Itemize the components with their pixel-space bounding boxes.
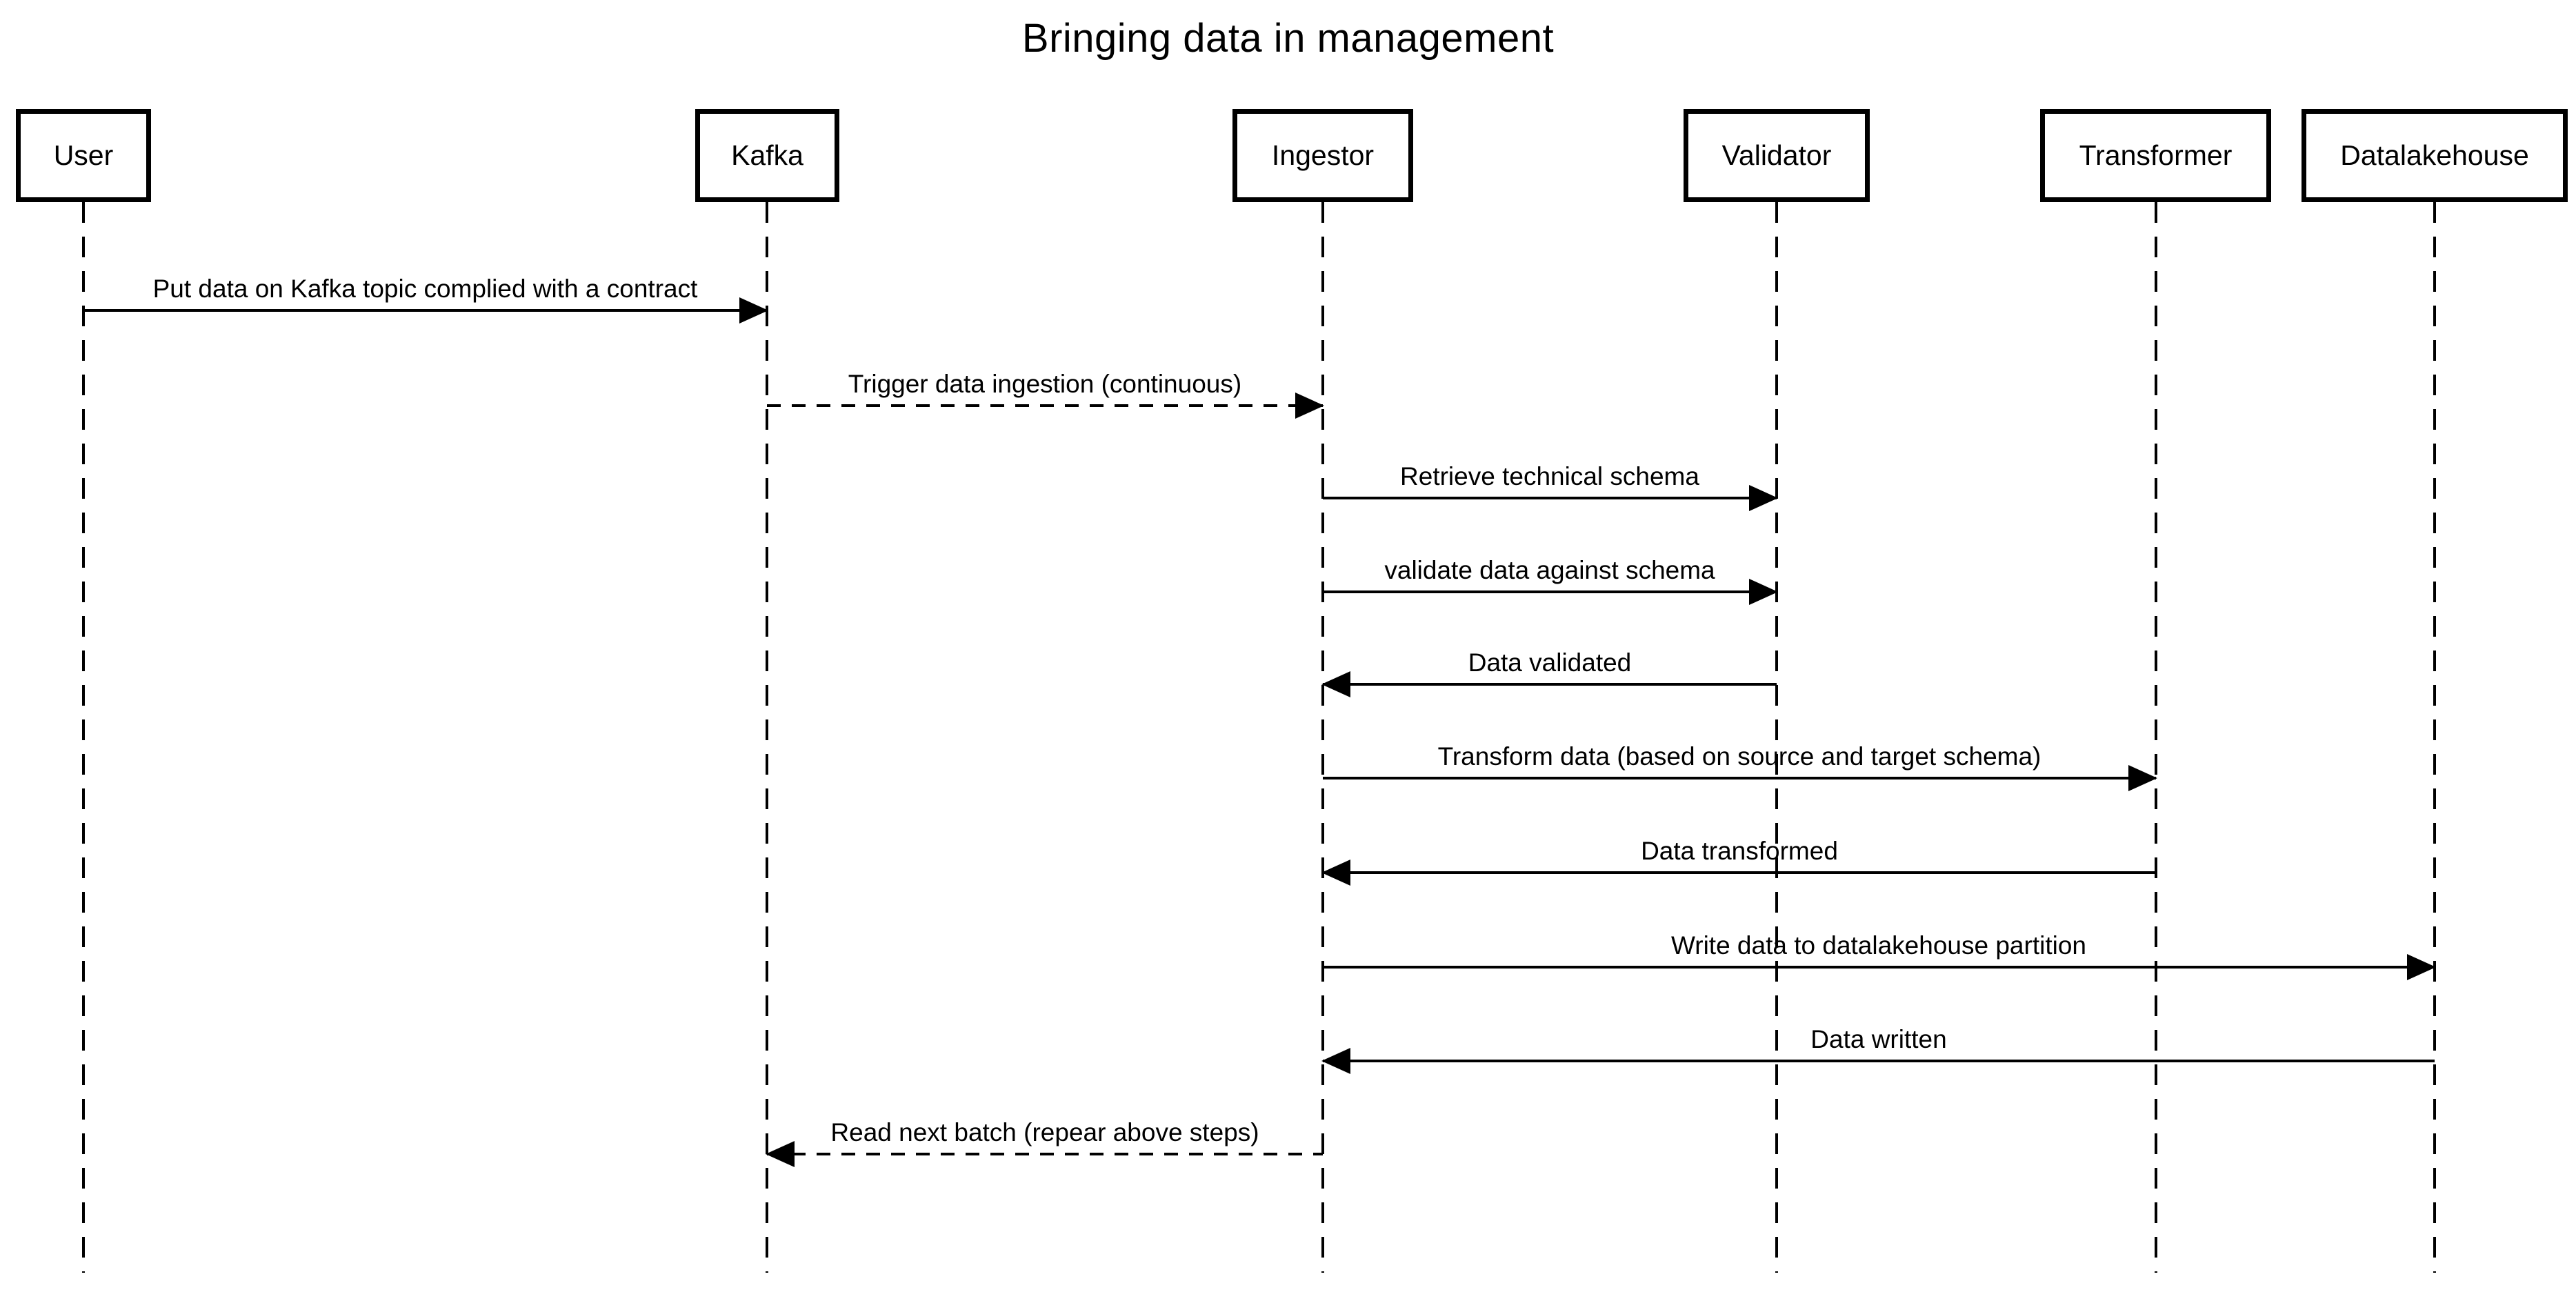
message-line [1323,1060,2435,1062]
message-label: Write data to datalakehouse partition [1671,931,2086,960]
arrowhead-right-icon [1749,579,1778,605]
arrowhead-right-icon [2407,954,2436,980]
lifeline-ingestor [1321,202,1324,1273]
arrowhead-right-icon [1749,485,1778,511]
message-line [1323,497,1777,499]
message-data-validated: Data validated [1321,622,1777,698]
message-label: Read next batch (repear above steps) [830,1118,1259,1146]
message-put-data-on-kafka: Put data on Kafka topic complied with a … [83,248,768,324]
message-trigger-ingestion: Trigger data ingestion (continuous) [767,344,1324,419]
arrowhead-right-icon [1295,393,1324,419]
actor-box-datalakehouse: Datalakehouse [2302,109,2568,202]
actor-box-validator: Validator [1684,109,1870,202]
actor-label: Kafka [731,139,803,171]
message-line [83,309,767,312]
lifeline-datalakehouse [2433,202,2436,1273]
message-line [1323,777,2156,779]
actor-label: Validator [1721,139,1832,171]
actor-box-ingestor: Ingestor [1232,109,1413,202]
message-transform-data: Transform data (based on source and targ… [1323,716,2157,792]
arrowhead-right-icon [2128,765,2157,791]
lifeline-user [82,202,85,1273]
actor-box-kafka: Kafka [695,109,839,202]
lifeline-transformer [2155,202,2157,1273]
message-line [1323,590,1777,593]
actor-box-transformer: Transformer [2040,109,2271,202]
arrowhead-right-icon [739,297,768,324]
arrowhead-left-icon [1321,671,1350,697]
message-data-written: Data written [1321,999,2435,1075]
message-line [767,1153,1323,1155]
message-line [1323,683,1777,686]
actor-label: Ingestor [1271,139,1375,171]
message-read-next-batch: Read next batch (repear above steps) [766,1092,1323,1168]
message-data-transformed: Data transformed [1321,811,2156,886]
lifeline-validator [1775,202,1778,1273]
lifeline-kafka [766,202,768,1273]
message-label: Put data on Kafka topic complied with a … [152,275,698,303]
arrowhead-left-icon [1321,1048,1350,1074]
message-label: validate data against schema [1384,556,1715,584]
message-label: Trigger data ingestion (continuous) [848,370,1242,398]
actor-label: User [53,139,114,171]
message-label: Transform data (based on source and targ… [1437,742,2041,771]
actor-label: Datalakehouse [2340,139,2529,171]
message-label: Data written [1810,1025,1947,1053]
message-retrieve-schema: Retrieve technical schema [1323,436,1778,512]
actor-box-user: User [16,109,151,202]
message-line [1323,871,2156,874]
arrowhead-left-icon [1321,860,1350,886]
message-label: Retrieve technical schema [1400,462,1699,490]
actor-label: Transformer [2079,139,2233,171]
message-line [767,404,1323,407]
message-validate-data: validate data against schema [1323,530,1778,606]
message-write-data: Write data to datalakehouse partition [1323,905,2436,981]
diagram-title: Bringing data in management [1021,16,1555,61]
message-line [1323,966,2435,969]
arrowhead-left-icon [766,1141,795,1167]
message-label: Data transformed [1641,837,1838,865]
message-label: Data validated [1468,648,1632,677]
